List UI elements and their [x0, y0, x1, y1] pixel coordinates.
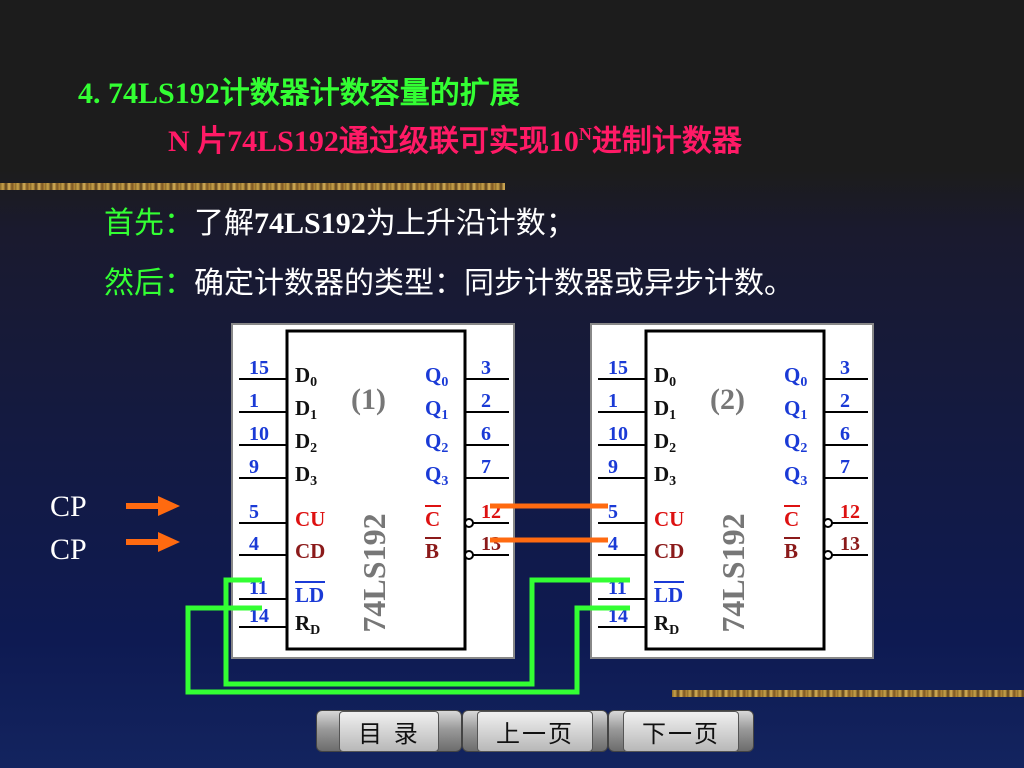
- pin-label: CD: [295, 539, 325, 563]
- pin-number: 6: [840, 423, 850, 445]
- pin-number: 6: [481, 423, 491, 445]
- pin-number: 15: [608, 357, 628, 379]
- pin-number: 10: [608, 423, 628, 445]
- pin-number: 1: [608, 390, 618, 412]
- pin-label: C: [784, 507, 799, 531]
- pin-number: 13: [481, 533, 501, 555]
- pin-number: 13: [840, 533, 860, 555]
- pin-right-13: 13 B: [425, 533, 509, 563]
- pin-number: 1: [249, 390, 259, 412]
- pin-left-4: 4 CD: [239, 533, 325, 563]
- pin-left-11: 11 LD: [598, 577, 684, 607]
- pin-number: 7: [840, 456, 850, 478]
- slide-subtitle: N 片74LS192通过级联可实现10N进制计数器: [168, 124, 742, 158]
- pin-number: 2: [840, 390, 850, 412]
- pin-number: 4: [608, 533, 618, 555]
- pin-number: 11: [249, 577, 268, 599]
- chip-name: 74LS192: [715, 513, 751, 632]
- prev-page-button[interactable]: 上一页: [462, 710, 608, 752]
- slide-title: 4. 74LS192计数器计数容量的扩展: [78, 77, 520, 110]
- chip-index-label: (1): [351, 383, 386, 416]
- intro-line-first: 首先：了解74LS192为上升沿计数；: [104, 207, 576, 240]
- pin-number: 12: [481, 501, 501, 523]
- chip-name: 74LS192: [356, 513, 392, 632]
- pin-label: LD: [654, 583, 683, 607]
- cp-label-down: CP: [50, 533, 87, 566]
- toc-button[interactable]: 目 录: [316, 710, 462, 752]
- cp-arrow-down-icon: [126, 532, 180, 552]
- pin-number: 4: [249, 533, 259, 555]
- pin-label: LD: [295, 583, 324, 607]
- pin-label: B: [425, 539, 439, 563]
- pin-number: 3: [840, 357, 850, 379]
- pin-right-12: 12 C: [784, 501, 868, 531]
- cp-label-up: CP: [50, 490, 87, 523]
- pin-number: 5: [249, 501, 259, 523]
- next-page-button[interactable]: 下一页: [608, 710, 754, 752]
- pin-right-12: 12 C: [425, 501, 509, 531]
- pin-number: 9: [608, 456, 618, 478]
- decorative-stripe-top: [0, 183, 505, 190]
- pin-number: 15: [249, 357, 269, 379]
- pin-label: CU: [654, 507, 684, 531]
- pin-number: 11: [608, 577, 627, 599]
- pin-number: 3: [481, 357, 491, 379]
- pin-left-5: 5 CU: [239, 501, 325, 531]
- pin-left-11: 11 LD: [239, 577, 325, 607]
- intro-line-then: 然后：确定计数器的类型：同步计数器或异步计数。: [104, 267, 794, 300]
- pin-right-13: 13 B: [784, 533, 868, 563]
- pin-left-4: 4 CD: [598, 533, 684, 563]
- pin-left-5: 5 CU: [598, 501, 684, 531]
- pin-number: 5: [608, 501, 618, 523]
- pin-number: 10: [249, 423, 269, 445]
- decorative-stripe-bottom: [672, 690, 1024, 697]
- pin-label: CU: [295, 507, 325, 531]
- pin-number: 9: [249, 456, 259, 478]
- pin-number: 7: [481, 456, 491, 478]
- cp-arrow-up-icon: [126, 496, 180, 516]
- pin-label: B: [784, 539, 798, 563]
- chip-index-label: (2): [710, 383, 745, 416]
- pin-number: 12: [840, 501, 860, 523]
- pin-label: C: [425, 507, 440, 531]
- pin-label: CD: [654, 539, 684, 563]
- pin-number: 14: [249, 605, 269, 627]
- pin-number: 2: [481, 390, 491, 412]
- pin-number: 14: [608, 605, 628, 627]
